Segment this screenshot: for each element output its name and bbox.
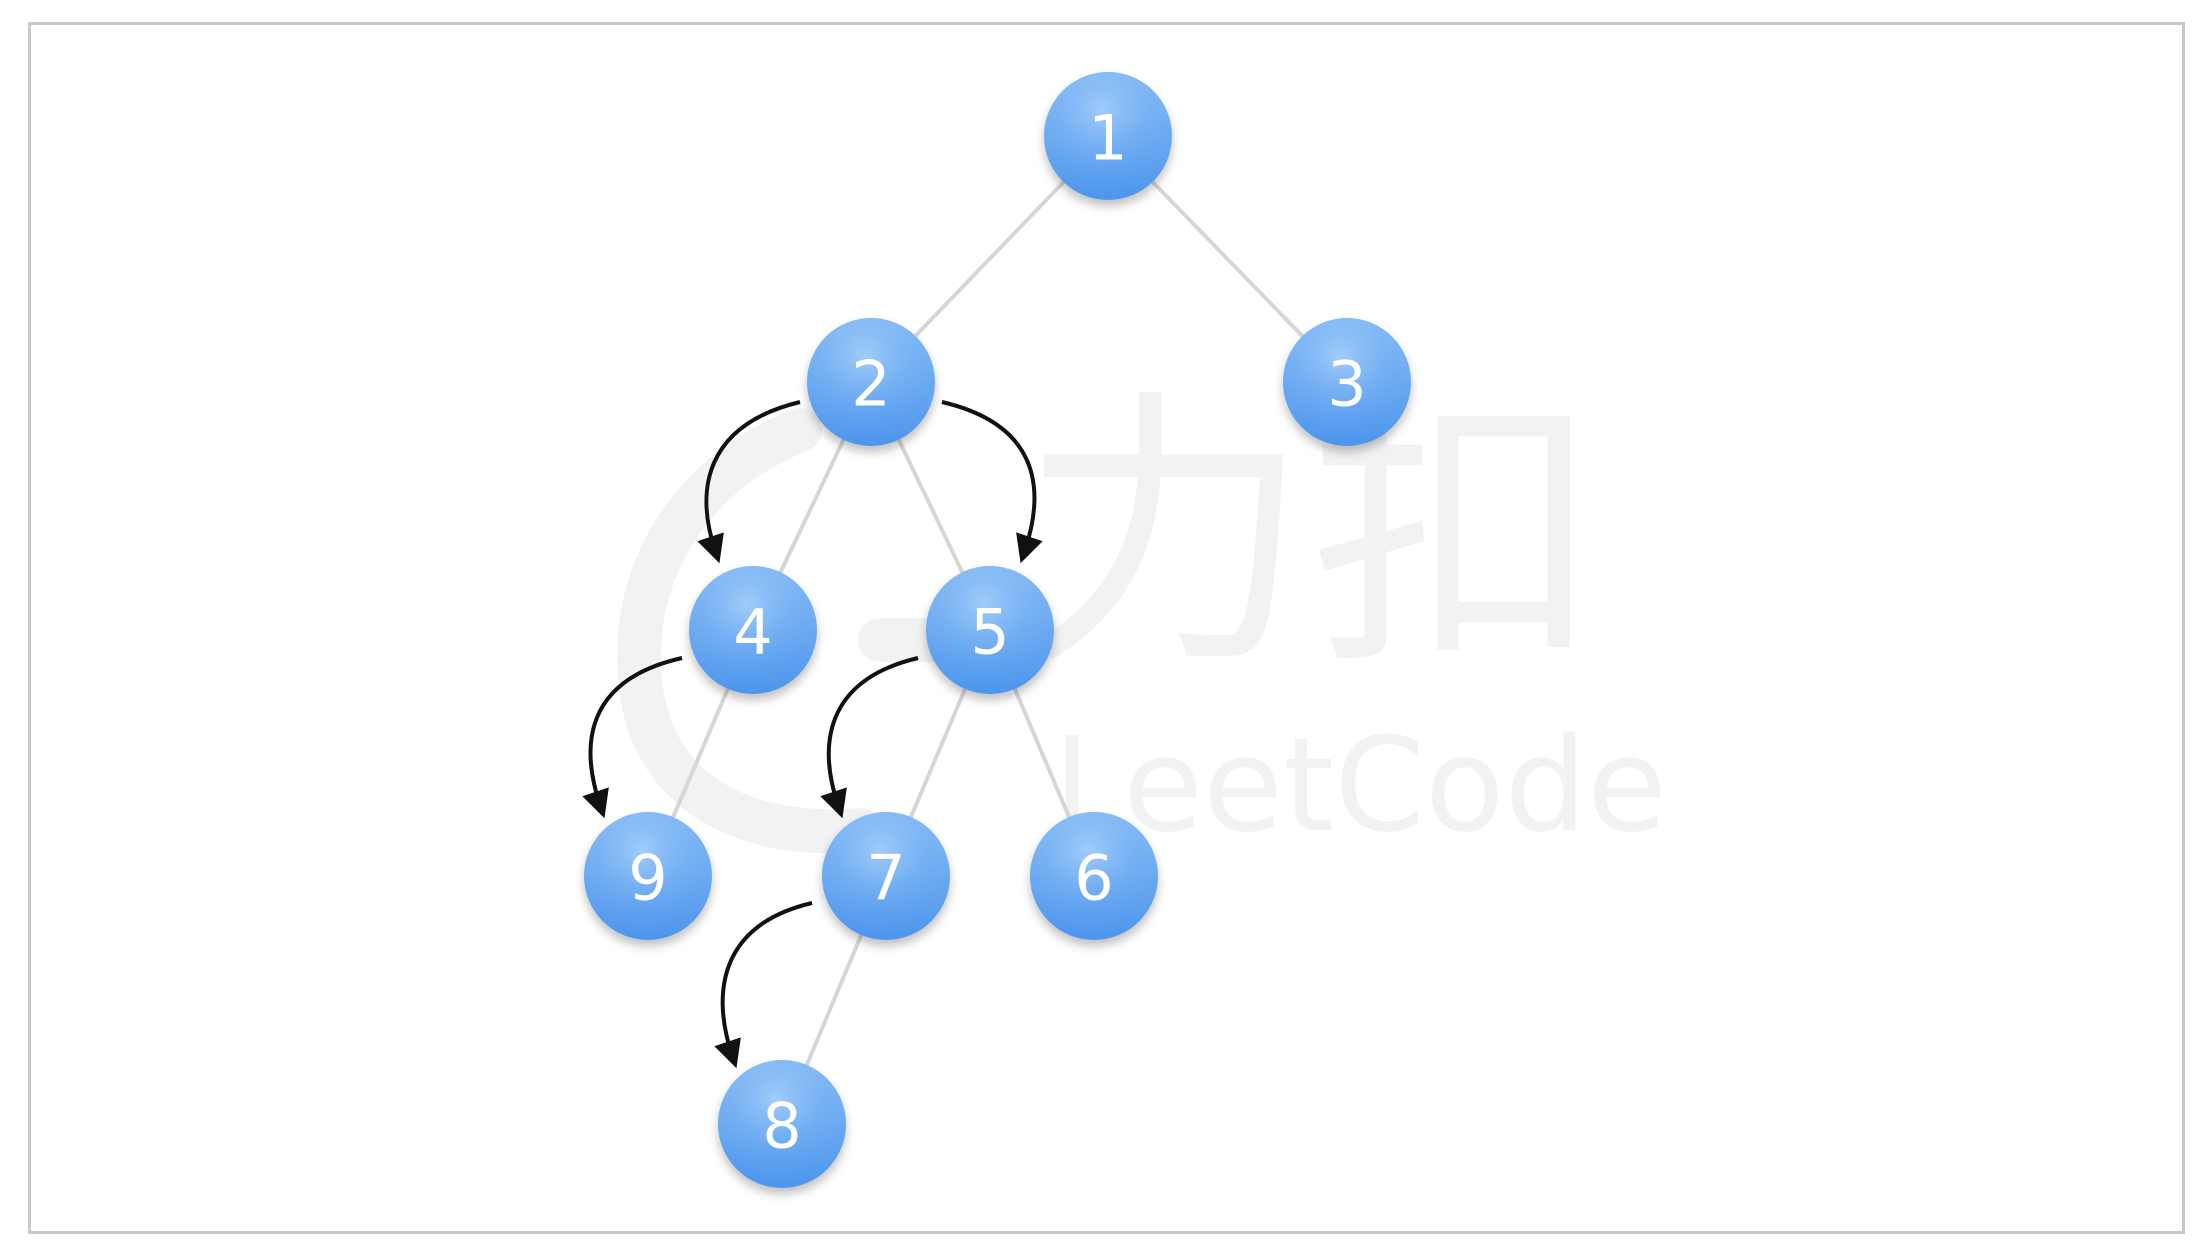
node-label: 3 (1327, 348, 1366, 421)
arrow-2-to-4 (697, 400, 801, 564)
tree-node-7: 7 (822, 812, 950, 940)
node-label: 5 (970, 596, 1009, 669)
watermark-english: LeetCode (1053, 709, 1667, 861)
tree-node-5: 5 (926, 566, 1054, 694)
node-label: 7 (866, 842, 905, 915)
tree-node-1: 1 (1044, 72, 1172, 200)
node-label: 1 (1088, 102, 1127, 175)
tree-node-4: 4 (689, 566, 817, 694)
node-label: 9 (628, 842, 667, 915)
tree-node-9: 9 (584, 812, 712, 940)
node-highlight (1283, 318, 1411, 446)
node-label: 4 (733, 596, 772, 669)
node-highlight (1030, 812, 1158, 940)
node-highlight (718, 1060, 846, 1188)
node-highlight (1044, 72, 1172, 200)
tree-node-8: 8 (718, 1060, 846, 1188)
node-label: 6 (1074, 842, 1113, 915)
arrow-7-to-8 (714, 901, 813, 1069)
arrow-4-to-9 (582, 656, 683, 819)
tree-node-6: 6 (1030, 812, 1158, 940)
node-highlight (584, 812, 712, 940)
tree-node-3: 3 (1283, 318, 1411, 446)
watermark-logo: 力扣 LeetCode (617, 367, 1667, 861)
tree-node-2: 2 (807, 318, 935, 446)
arrow-5-to-7 (820, 656, 919, 819)
traversal-arrows (582, 400, 1043, 1069)
node-highlight (807, 318, 935, 446)
node-highlight (689, 566, 817, 694)
arrow-2-to-5 (941, 400, 1043, 564)
node-label: 8 (762, 1090, 801, 1163)
tree-nodes: 1 2 3 4 5 9 7 6 8 (584, 72, 1411, 1188)
node-highlight (822, 812, 950, 940)
node-label: 2 (851, 348, 890, 421)
node-highlight (926, 566, 1054, 694)
diagram-frame (28, 22, 2185, 1234)
